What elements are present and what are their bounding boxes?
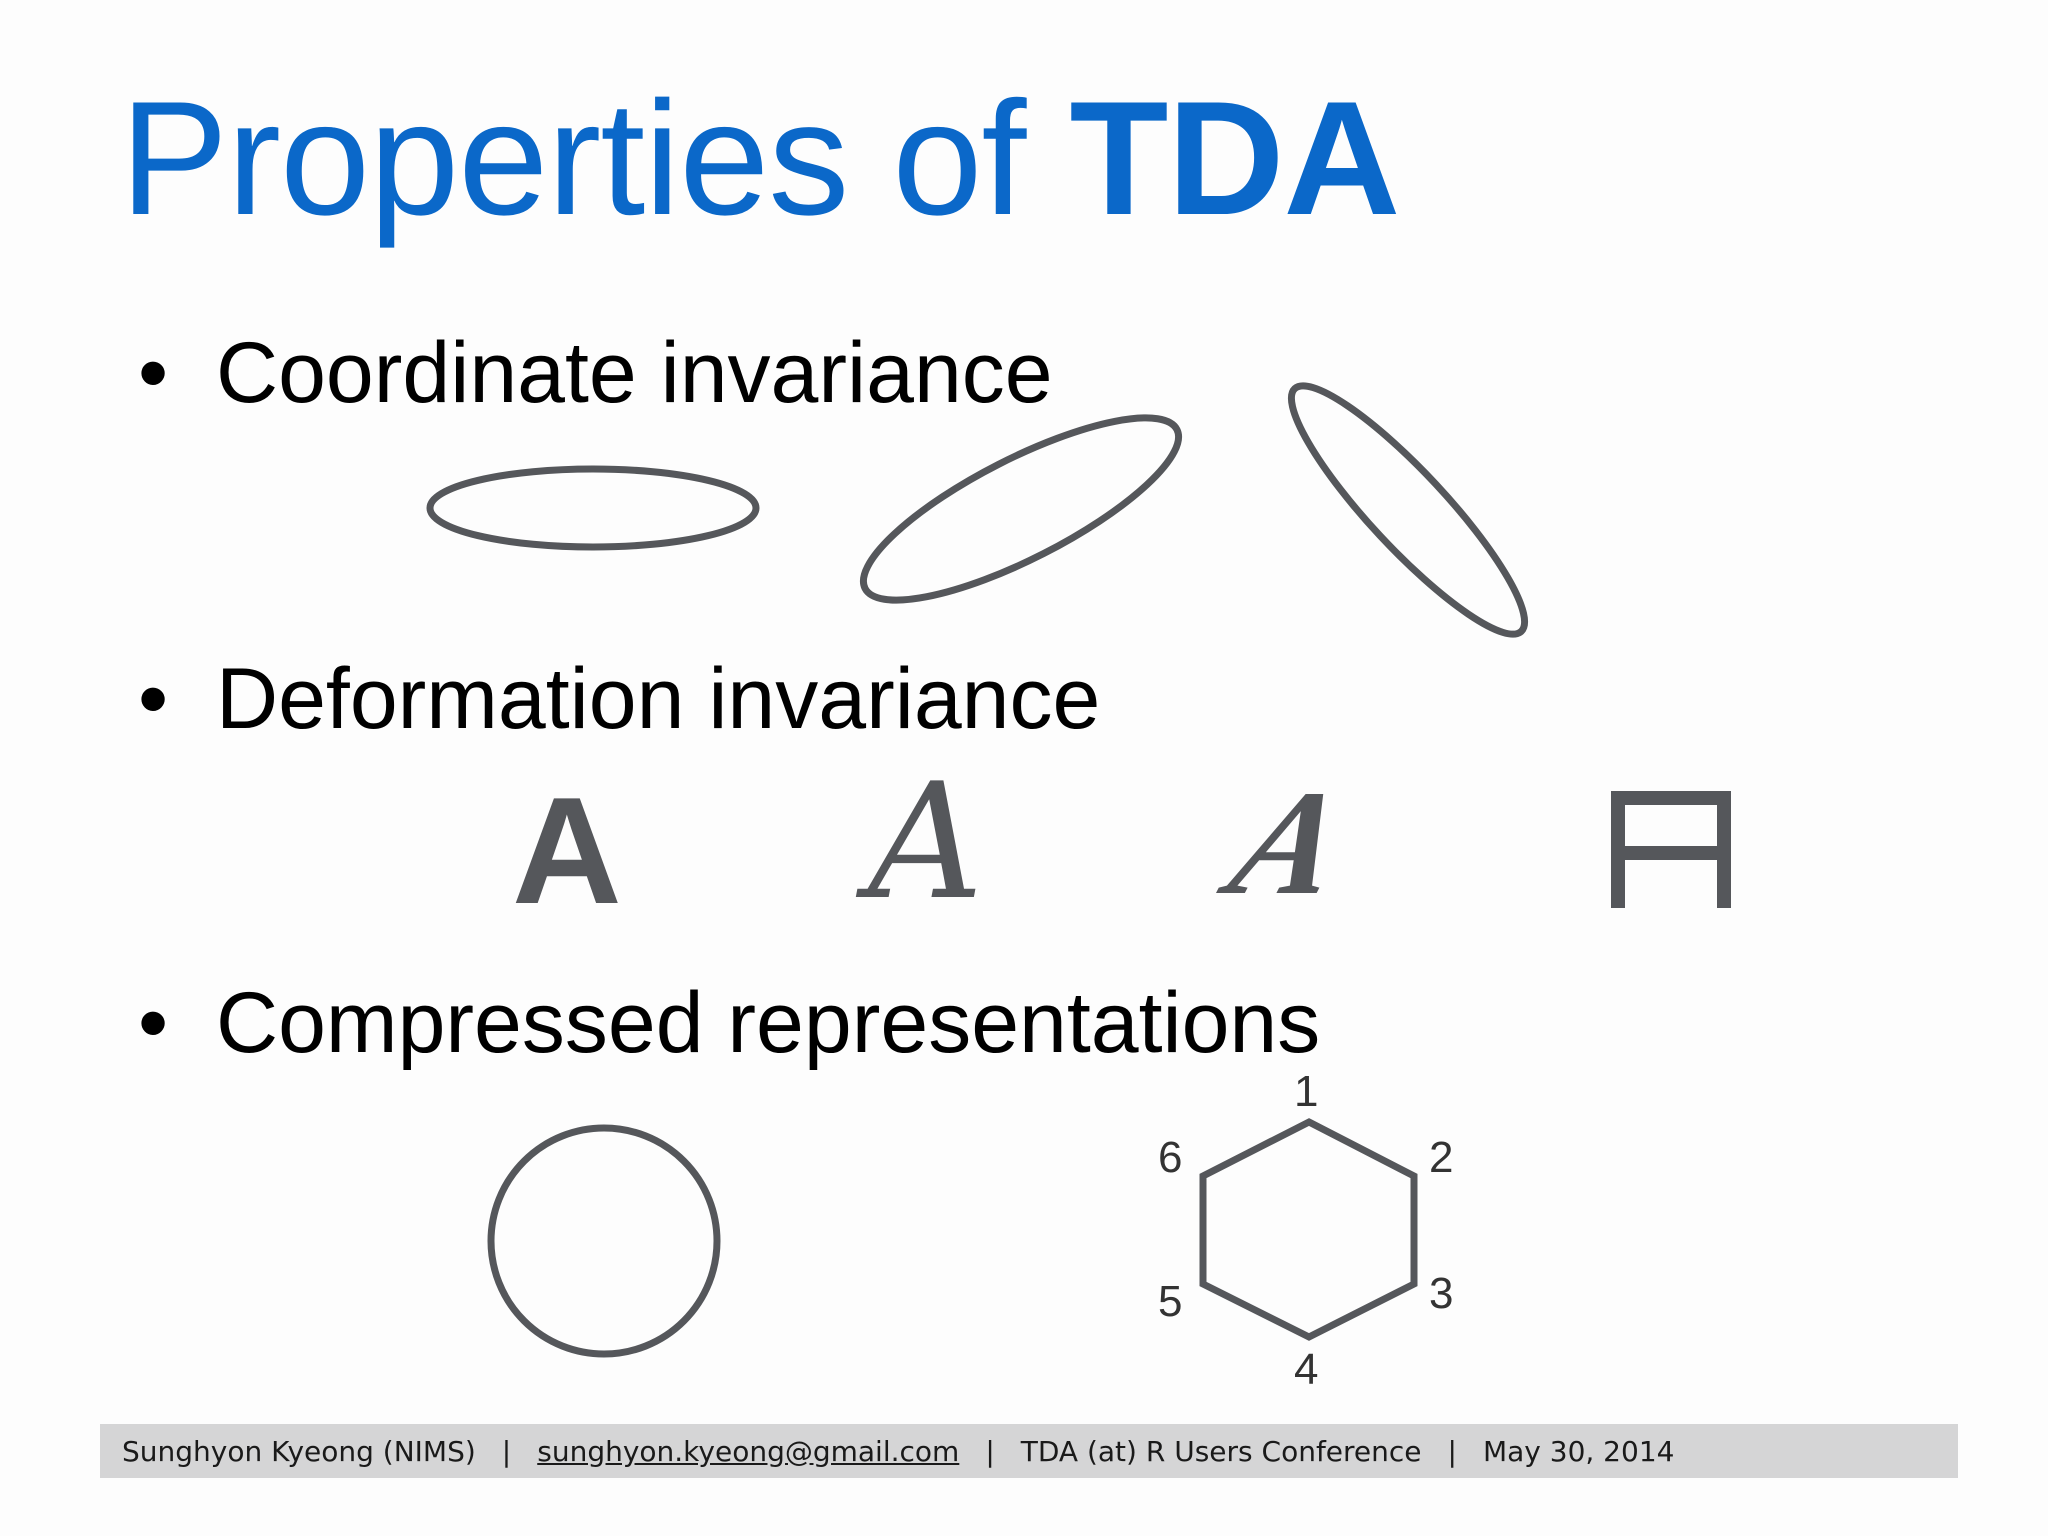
hexagon-shape bbox=[1199, 1118, 1418, 1341]
hexagon-label-4: 4 bbox=[1294, 1345, 1319, 1394]
deformed-a-shape bbox=[1611, 791, 1731, 908]
compression-figure bbox=[487, 1118, 1418, 1358]
circle-shape bbox=[487, 1124, 721, 1358]
bullet-dot: • bbox=[138, 975, 169, 1071]
hexagon-label-5: 5 bbox=[1158, 1277, 1183, 1326]
footer-separator: | bbox=[985, 1434, 995, 1468]
title-bold: TDA bbox=[1069, 68, 1400, 249]
footer-email-link[interactable]: sunghyon.kyeong@gmail.com bbox=[537, 1434, 960, 1468]
slide-title: Properties of TDA bbox=[120, 78, 1400, 240]
ellipse-steep bbox=[1287, 382, 1529, 638]
letter-a-deformed bbox=[1611, 791, 1731, 908]
bullet-compressed-representations: •Compressed representations bbox=[138, 980, 1320, 1066]
hexagon-label-3: 3 bbox=[1429, 1269, 1454, 1318]
bullet-coordinate-invariance: •Coordinate invariance bbox=[138, 330, 1053, 416]
hexagon-label-1: 1 bbox=[1294, 1067, 1319, 1116]
footer-separator: | bbox=[501, 1434, 512, 1468]
footer-separator: | bbox=[1447, 1434, 1457, 1468]
ellipses-figure bbox=[426, 382, 1529, 638]
footer-conference: TDA (at) R Users Conference bbox=[1020, 1434, 1422, 1468]
letter-a-block: A bbox=[512, 766, 622, 936]
footer-author: Sunghyon Kyeong (NIMS) bbox=[122, 1434, 476, 1468]
ellipse-horizontal bbox=[426, 465, 760, 551]
hexagon-label-6: 6 bbox=[1158, 1133, 1183, 1182]
hexagon-label-2: 2 bbox=[1429, 1133, 1454, 1182]
footer-date: May 30, 2014 bbox=[1482, 1434, 1675, 1468]
bullet-text: Compressed representations bbox=[216, 975, 1321, 1071]
letter-a-script: A bbox=[868, 748, 984, 935]
bullet-deformation-invariance: •Deformation invariance bbox=[138, 656, 1100, 742]
bullet-dot: • bbox=[138, 651, 169, 747]
footer-bar: Sunghyon Kyeong (NIMS) | sunghyon.kyeong… bbox=[100, 1424, 1958, 1478]
bullet-dot: • bbox=[138, 325, 169, 421]
bullet-text: Coordinate invariance bbox=[216, 325, 1053, 421]
ellipse-tilted bbox=[859, 414, 1183, 604]
bullet-text: Deformation invariance bbox=[216, 651, 1101, 747]
title-regular: Properties of bbox=[120, 68, 1070, 249]
